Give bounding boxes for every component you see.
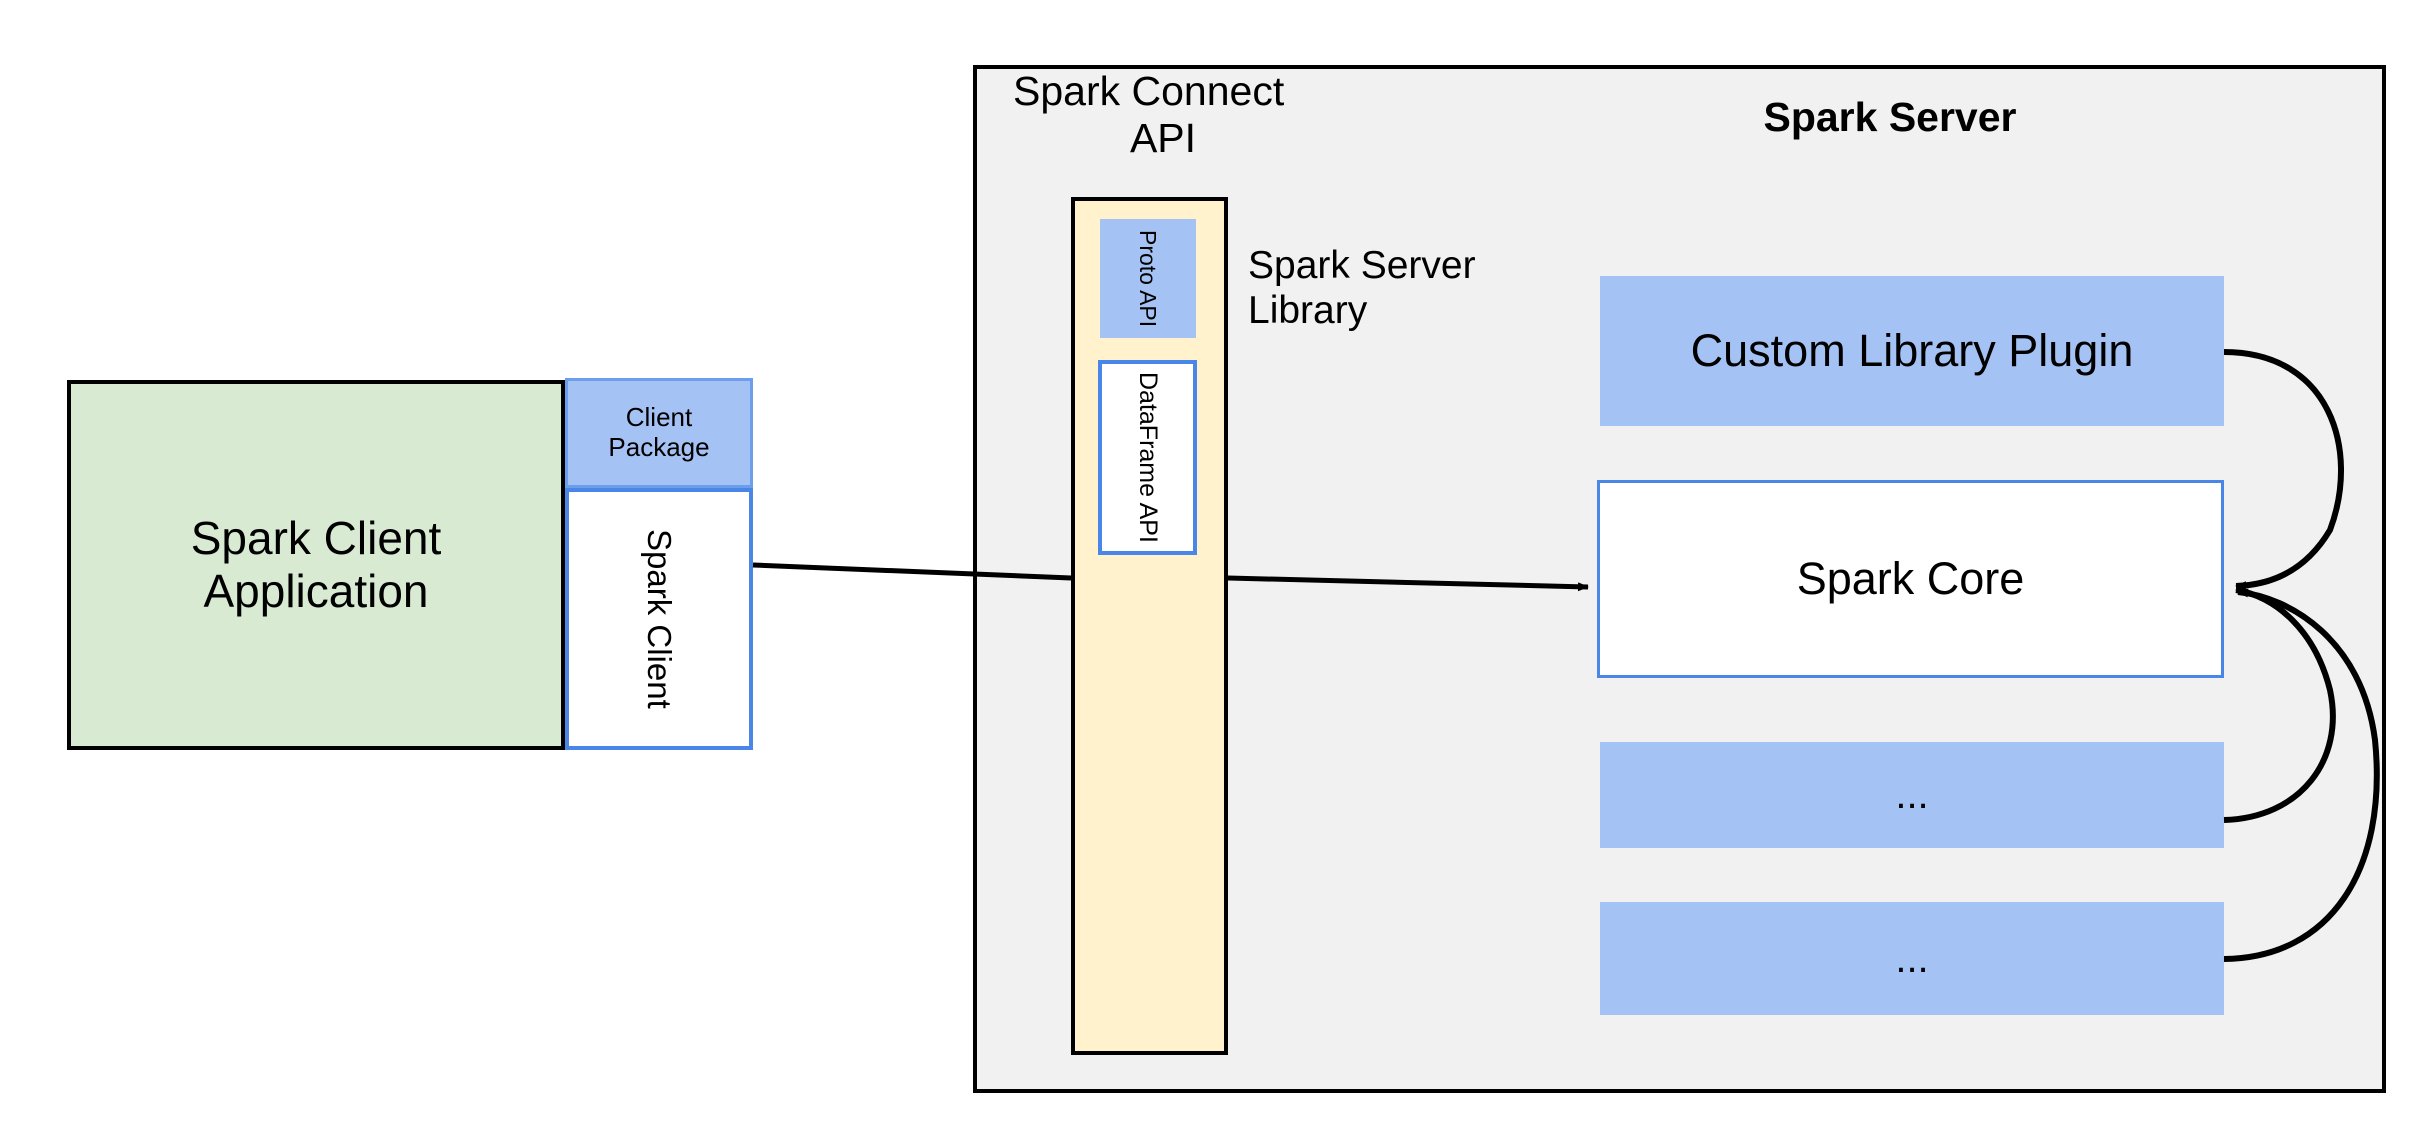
spark-connect-api-label: Spark Connect API xyxy=(1013,68,1313,173)
spark-server-library-label-line1: Spark Server xyxy=(1248,244,1476,287)
proto-api-box[interactable]: Proto API xyxy=(1100,219,1196,338)
spark-client-application-box[interactable]: Spark Client Application xyxy=(67,380,565,750)
ellipsis-box-1[interactable]: ... xyxy=(1600,742,2224,848)
client-package-box[interactable]: Client Package xyxy=(565,378,753,488)
spark-client-label: Spark Client xyxy=(640,529,678,709)
spark-server-library-label: Spark Server Library xyxy=(1248,244,1528,354)
ellipsis-box-2[interactable]: ... xyxy=(1600,902,2224,1015)
client-package-label: Client Package xyxy=(608,402,710,463)
dataframe-api-label: DataFrame API xyxy=(1133,372,1162,543)
dataframe-api-box[interactable]: DataFrame API xyxy=(1098,360,1197,555)
custom-library-plugin-box[interactable]: Custom Library Plugin xyxy=(1600,276,2224,426)
spark-server-library-label-line2: Library xyxy=(1248,288,1368,332)
spark-client-application-label: Spark Client Application xyxy=(181,512,452,618)
spark-server-title: Spark Server xyxy=(1763,94,2017,141)
spark-client-box[interactable]: Spark Client xyxy=(565,488,753,750)
spark-client-application-label-line2: Application xyxy=(203,565,429,617)
spark-client-application-label-line1: Spark Client xyxy=(190,512,442,565)
proto-api-label: Proto API xyxy=(1135,229,1162,328)
spark-connect-api-label-line2: API xyxy=(1129,115,1197,162)
spark-core-box[interactable]: Spark Core xyxy=(1597,480,2224,678)
spark-server-library-column xyxy=(1071,197,1228,1055)
client-package-label-line2: Package xyxy=(608,432,710,462)
spark-connect-api-label-line1: Spark Connect xyxy=(1013,68,1285,114)
client-package-label-line1: Client xyxy=(625,402,693,433)
